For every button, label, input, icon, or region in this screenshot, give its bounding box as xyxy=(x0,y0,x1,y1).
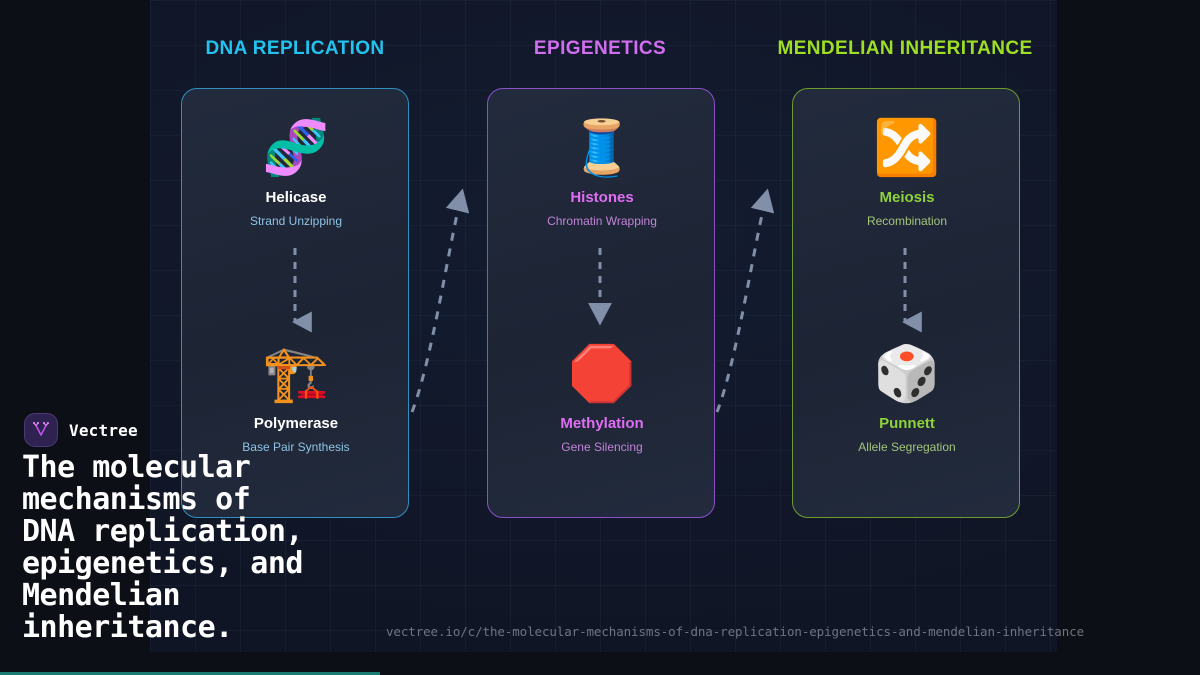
node-helicase[interactable]: 🧬 Helicase Strand Unzipping xyxy=(182,116,410,229)
node-title: Meiosis xyxy=(879,189,935,206)
column-card-mendelian-inheritance[interactable]: 🔀 Meiosis Recombination 🎲 Punnett Allele… xyxy=(792,88,1020,518)
node-title: Punnett xyxy=(879,415,935,432)
share-url: vectree.io/c/the-molecular-mechanisms-of… xyxy=(386,624,1085,639)
shuffle-arrows-icon: 🔀 xyxy=(873,116,941,179)
dna-helix-icon: 🧬 xyxy=(262,116,330,179)
brand-name: Vectree xyxy=(69,420,138,440)
node-subtitle: Strand Unzipping xyxy=(249,214,343,228)
vectree-tree-v-glyph xyxy=(32,421,50,436)
node-polymerase[interactable]: 🏗️ Polymerase Base Pair Synthesis xyxy=(182,342,410,455)
brand-lockup[interactable]: Vectree xyxy=(24,413,138,447)
node-subtitle: Base Pair Synthesis xyxy=(242,440,350,454)
column-heading-mendelian-inheritance: MENDELIAN INHERITANCE xyxy=(777,38,1033,59)
red-octagon-stop-icon: 🛑 xyxy=(568,342,636,405)
vectree-logo-icon xyxy=(24,413,58,447)
node-subtitle: Gene Silencing xyxy=(561,440,643,454)
construction-crane-icon: 🏗️ xyxy=(262,342,330,405)
game-die-icon: 🎲 xyxy=(873,342,941,405)
column-card-epigenetics[interactable]: 🧵 Histones Chromatin Wrapping 🛑 Methylat… xyxy=(487,88,715,518)
node-title: Polymerase xyxy=(253,415,339,432)
node-histones[interactable]: 🧵 Histones Chromatin Wrapping xyxy=(488,116,716,229)
node-subtitle: Allele Segregation xyxy=(858,440,956,454)
bottom-accent-bar xyxy=(0,672,380,675)
column-heading-dna-replication: DNA REPLICATION xyxy=(205,38,385,59)
node-meiosis[interactable]: 🔀 Meiosis Recombination xyxy=(793,116,1021,229)
node-title: Methylation xyxy=(560,415,644,432)
node-subtitle: Recombination xyxy=(866,214,948,228)
thread-spool-icon: 🧵 xyxy=(568,116,636,179)
column-heading-epigenetics: EPIGENETICS xyxy=(533,38,667,59)
node-subtitle: Chromatin Wrapping xyxy=(547,214,657,228)
caption-text: The molecular mechanisms of DNA replicat… xyxy=(22,450,303,645)
column-card-dna-replication[interactable]: 🧬 Helicase Strand Unzipping 🏗️ Polymeras… xyxy=(181,88,409,518)
node-methylation[interactable]: 🛑 Methylation Gene Silencing xyxy=(488,342,716,455)
node-title: Histones xyxy=(570,189,634,206)
node-title: Helicase xyxy=(265,189,327,206)
node-punnett[interactable]: 🎲 Punnett Allele Segregation xyxy=(793,342,1021,455)
